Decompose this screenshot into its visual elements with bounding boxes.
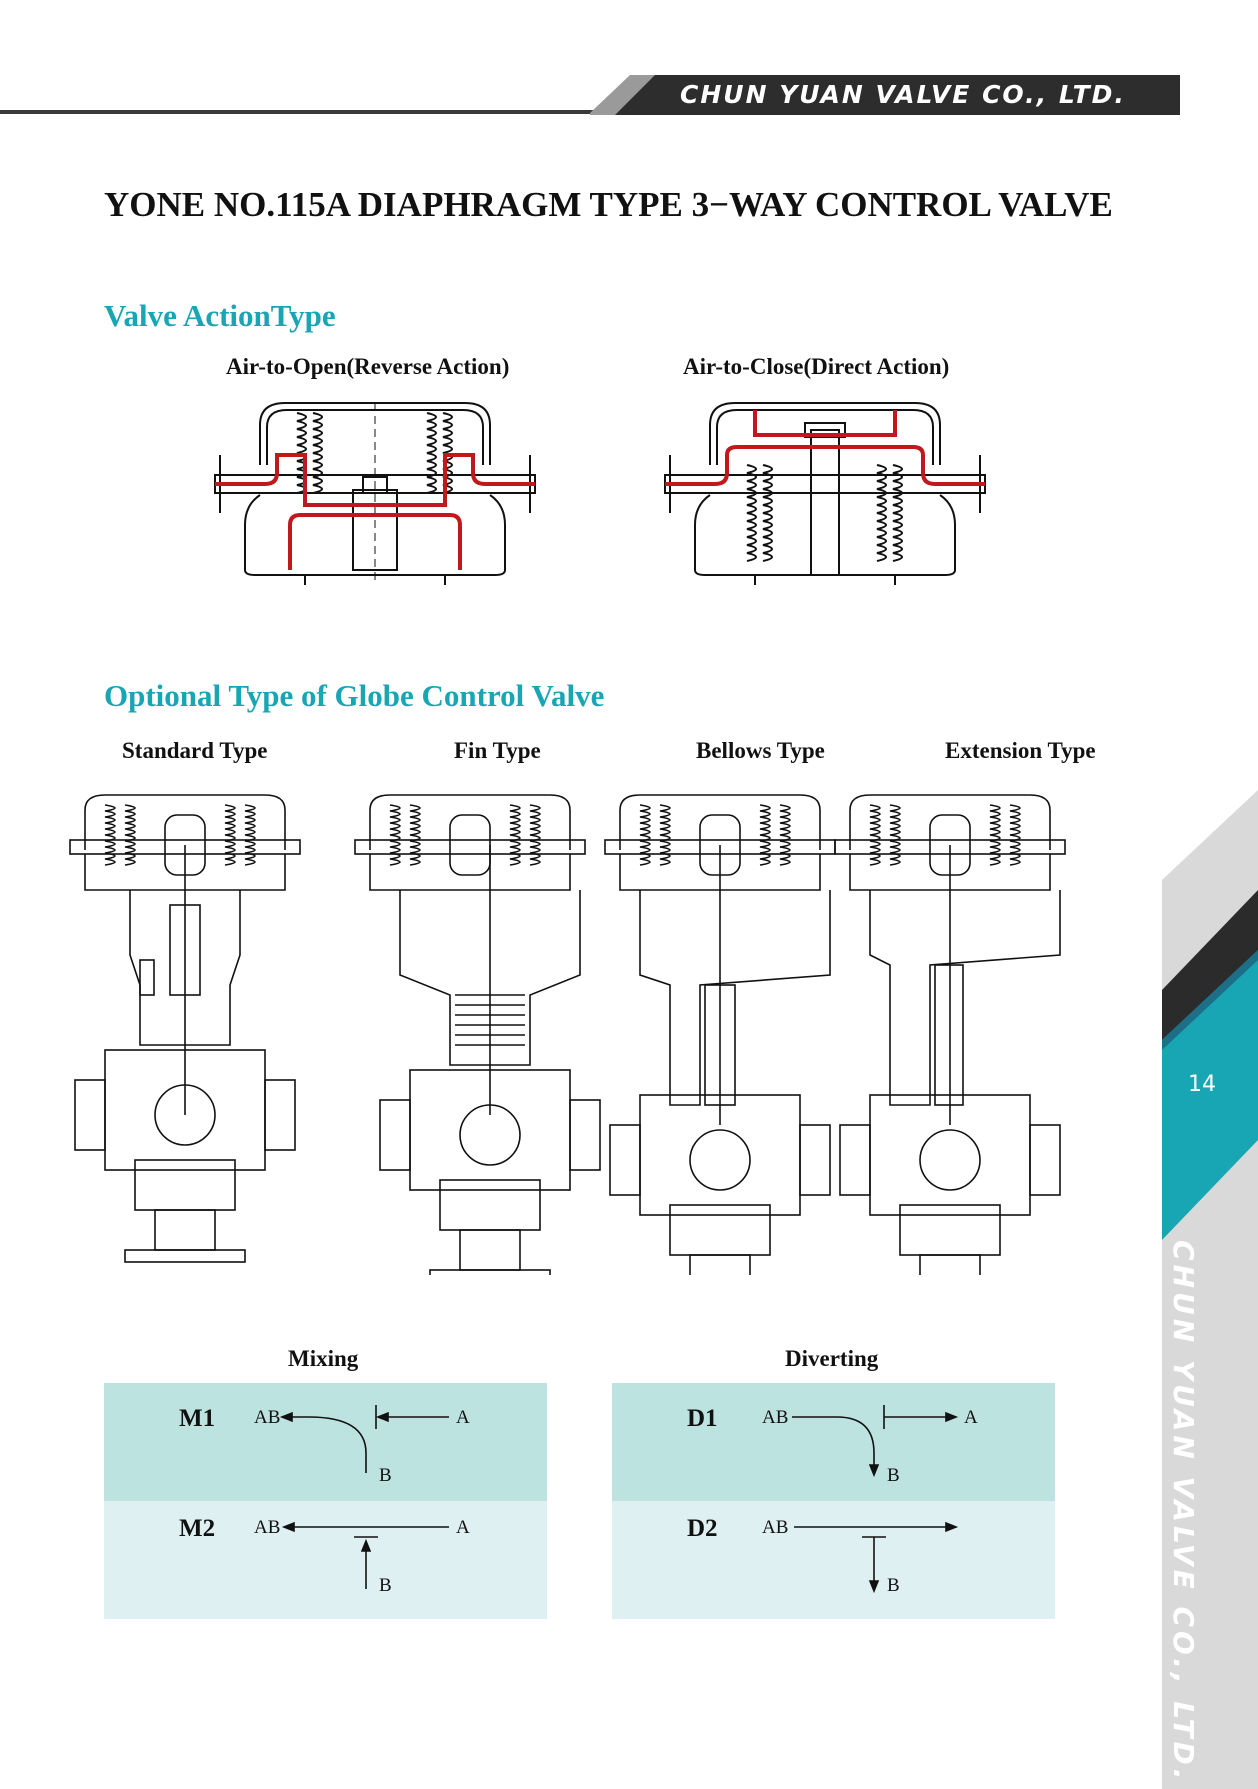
globe-valve-types-drawing <box>69 794 1066 1275</box>
caption-standard-type: Standard Type <box>122 738 268 763</box>
actuator-air-to-close-drawing <box>664 402 986 585</box>
flow-code: M1 <box>179 1405 216 1432</box>
port-label-a: A <box>964 1407 978 1428</box>
flow-arrows <box>792 1405 959 1478</box>
flow-code: D2 <box>687 1515 718 1542</box>
diverting-table: D1 AB A B D2 AB B <box>612 1383 1055 1619</box>
mixing-title: Mixing <box>288 1346 359 1371</box>
table-row: D2 AB B <box>612 1501 1055 1619</box>
caption-air-to-open: Air-to-Open(Reverse Action) <box>226 354 510 379</box>
caption-air-to-close: Air-to-Close(Direct Action) <box>683 354 950 379</box>
flow-code: M2 <box>179 1515 216 1542</box>
caption-extension-type: Extension Type <box>945 738 1096 763</box>
table-row: M1 AB A B <box>104 1383 547 1501</box>
flow-arrows <box>279 1405 449 1473</box>
table-row: D1 AB A B <box>612 1383 1055 1501</box>
diverting-title: Diverting <box>785 1346 879 1371</box>
port-label-ab: AB <box>762 1407 789 1428</box>
caption-fin-type: Fin Type <box>454 738 541 763</box>
port-label-b: B <box>379 1575 392 1596</box>
port-label-b: B <box>887 1465 900 1486</box>
actuator-air-to-open-drawing <box>214 402 536 585</box>
table-row: M2 AB A B <box>104 1501 547 1619</box>
port-label-a: A <box>456 1517 470 1538</box>
side-company-name: CHUN YUAN VALVE CO., LTD. <box>1167 1240 1200 1784</box>
port-label-b: B <box>887 1575 900 1596</box>
port-label-ab: AB <box>762 1517 789 1538</box>
section-heading-valve-action: Valve ActionType <box>104 298 336 333</box>
port-label-ab: AB <box>254 1517 281 1538</box>
flow-arrows <box>794 1521 959 1594</box>
mixing-table: M1 AB A B M2 AB A B <box>104 1383 547 1619</box>
port-label-a: A <box>456 1407 470 1428</box>
port-label-b: B <box>379 1465 392 1486</box>
page-title: YONE NO.115A DIAPHRAGM TYPE 3−WAY CONTRO… <box>104 185 1113 224</box>
flow-code: D1 <box>687 1405 718 1432</box>
flow-arrows <box>281 1521 449 1589</box>
header-band <box>590 75 1180 115</box>
header-company-name: CHUN YUAN VALVE CO., LTD. <box>680 80 1126 109</box>
section-heading-optional-type: Optional Type of Globe Control Valve <box>104 678 605 713</box>
page-number: 14 <box>1188 1072 1216 1097</box>
caption-bellows-type: Bellows Type <box>696 738 825 763</box>
header-rule <box>0 110 680 114</box>
port-label-ab: AB <box>254 1407 281 1428</box>
